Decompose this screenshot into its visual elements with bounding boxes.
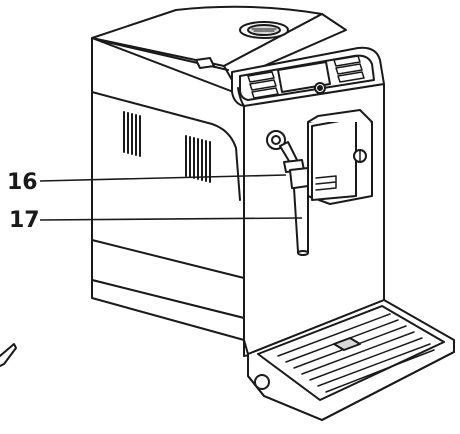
frother-tip: [297, 250, 309, 256]
spout-grille: [315, 175, 337, 191]
drip-tray-grid: [277, 313, 435, 393]
side-base-seam: [91, 239, 245, 279]
hopper-grip-lines: [251, 28, 277, 32]
front-corner-edge: [237, 87, 245, 351]
coffee-spout-top: [307, 109, 373, 123]
lid-latch: [195, 57, 215, 69]
power-button-center: [317, 85, 323, 91]
top-lid-front-edge: [223, 13, 347, 81]
drip-tray-float: [254, 374, 270, 390]
side-vent-left: [123, 111, 141, 157]
drip-tray-opening: [333, 337, 361, 351]
control-panel-inner: [239, 54, 375, 101]
right-buttons: [333, 55, 365, 83]
callout-label-16: 16: [7, 170, 38, 195]
steam-connector-inner: [271, 135, 281, 145]
left-buttons: [247, 71, 279, 99]
callout-label-17: 17: [9, 208, 40, 233]
machine-base-front: [243, 339, 249, 355]
side-vent-right: [185, 135, 211, 183]
callout-16-leader: [39, 174, 287, 182]
bean-hopper-inner: [247, 24, 281, 36]
side-seam: [91, 91, 241, 201]
cup-fragment: [0, 343, 17, 367]
callout-17-leader: [39, 217, 303, 221]
